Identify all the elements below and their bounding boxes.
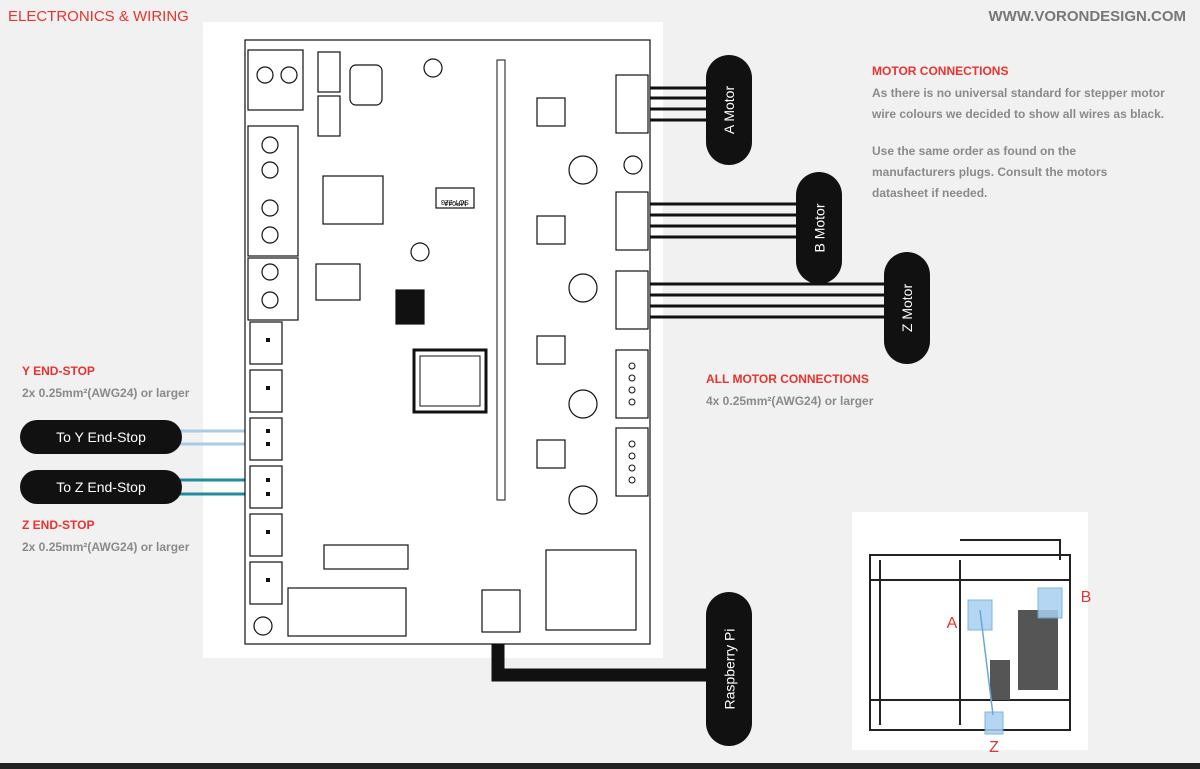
pin-header-column [496,59,506,501]
z-endstop-label: To Z End-Stop [56,479,146,495]
pcb-board [244,39,651,645]
z-motor-label: Z Motor [899,283,916,333]
endstop-pins [266,338,270,582]
all-motor-connections-spec: 4x 0.25mm²(AWG24) or larger [706,394,874,408]
endstop-connectors [249,321,283,605]
raspberry-pi-label: Raspberry Pi [721,628,738,710]
stepper-drivers [536,97,598,515]
regulator [315,51,475,325]
regulator-sublabel: MP04A [443,199,466,206]
b-motor-wires [632,202,808,239]
microcontroller [412,348,488,414]
raspberry-pi-connector: Raspberry Pi [706,592,752,746]
z-endstop-connector: To Z End-Stop [20,470,182,504]
z-endstop-info: Z END-STOP 2x 0.25mm²(AWG24) or larger [22,518,242,558]
motor-connections-title: MOTOR CONNECTIONS [872,64,1009,78]
printer-label-a: A [947,615,958,632]
raspberry-pi-cable [491,632,716,682]
motor-connector-pins [628,362,636,484]
a-motor-connector: A Motor [706,55,752,165]
b-motor-connector: B Motor [796,172,842,284]
all-motor-connections-info: ALL MOTOR CONNECTIONS 4x 0.25mm²(AWG24) … [706,372,966,412]
all-motor-connections-title: ALL MOTOR CONNECTIONS [706,372,869,386]
y-endstop-spec: 2x 0.25mm²(AWG24) or larger [22,386,190,400]
footer-bar [0,763,1200,769]
z-motor-connector: Z Motor [884,252,930,364]
screw-terminals [247,49,304,321]
printer-label-z: Z [989,739,999,756]
y-endstop-title: Y END-STOP [22,364,95,378]
bottom-headers [287,544,637,637]
y-endstop-connector: To Y End-Stop [20,420,182,454]
page-title: ELECTRONICS & WIRING [8,8,189,25]
z-endstop-title: Z END-STOP [22,518,95,532]
motor-connections-info: MOTOR CONNECTIONS As there is no univers… [872,64,1172,204]
z-endstop-spec: 2x 0.25mm²(AWG24) or larger [22,540,190,554]
printer-illustration [852,512,1088,750]
regulator-label: SOT-223 [441,198,469,205]
motor-connections-text-2: Use the same order as found on the manuf… [872,144,1108,200]
motor-connectors [615,74,649,497]
z-motor-wires [632,282,896,319]
a-motor-label: A Motor [721,85,737,135]
website-url[interactable]: WWW.VORONDESIGN.COM [988,8,1187,25]
y-endstop-info: Y END-STOP 2x 0.25mm²(AWG24) or larger [22,364,242,404]
b-motor-label: B Motor [811,203,828,253]
motor-connections-text-1: As there is no universal standard for st… [872,86,1165,121]
y-endstop-label: To Y End-Stop [56,429,146,445]
printer-label-b: B [1081,589,1092,606]
